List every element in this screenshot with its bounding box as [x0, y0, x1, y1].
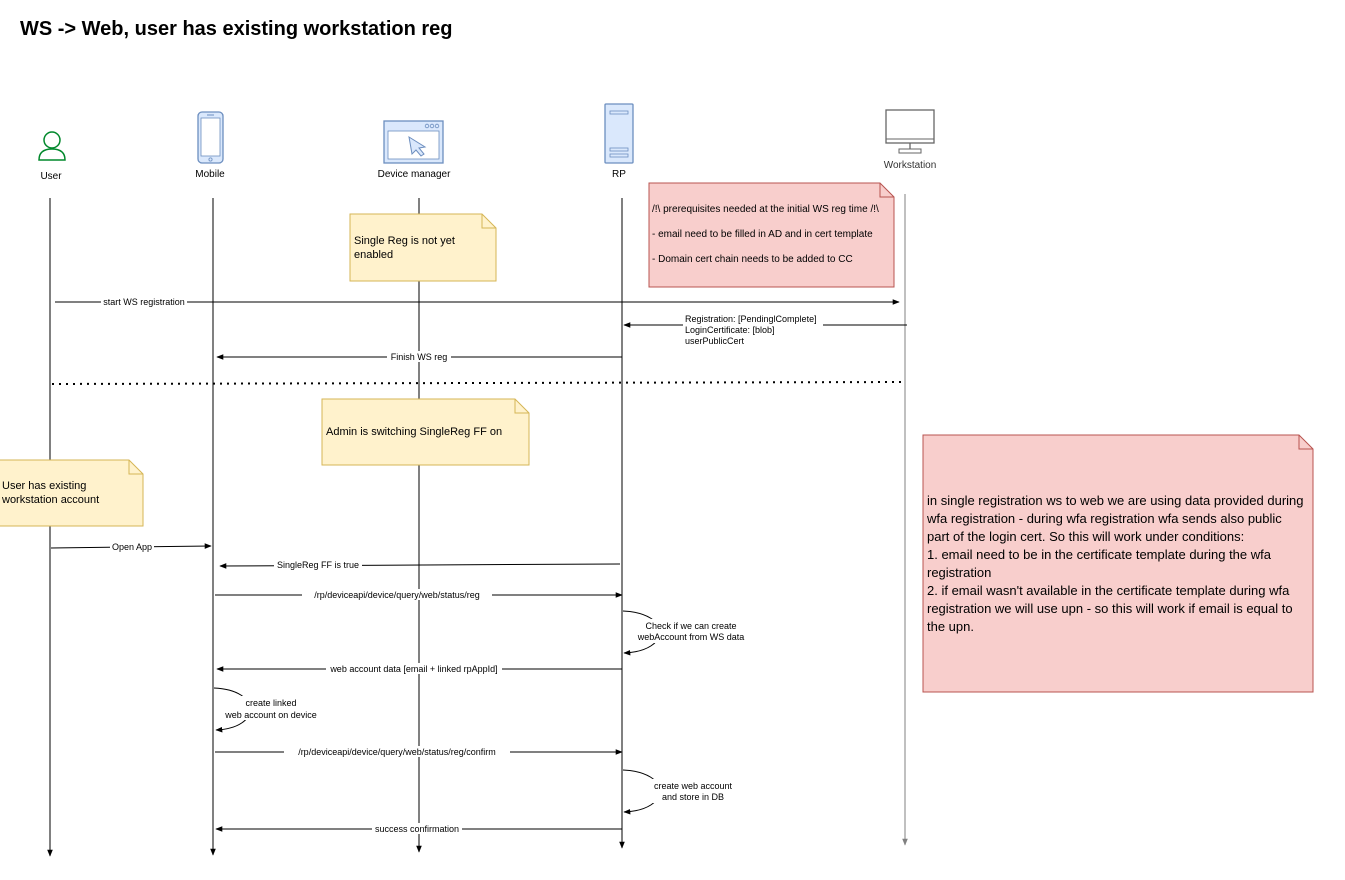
self-message-check-create: Check if we can create webAccount from W… [622, 610, 747, 656]
note-text: Admin is switching SingleReg FF on [326, 426, 503, 438]
message-label: Registration: [PendinglComplete] [685, 314, 817, 324]
note-text: - email need to be filled in AD and in c… [652, 229, 873, 240]
message-web-account-data: web account data [email + linked rpAppId… [216, 663, 622, 674]
actor-label-rp: RP [612, 169, 626, 180]
message-label: start WS registration [103, 297, 185, 307]
message-label: /rp/deviceapi/device/query/web/status/re… [298, 747, 496, 757]
message-start-ws-registration: start WS registration [55, 296, 900, 307]
message-finish-ws-reg: Finish WS reg [216, 351, 622, 362]
message-label: and store in DB [662, 792, 724, 802]
self-message-create-linked: create linked web account on device [213, 687, 321, 733]
note-shape-conditions [922, 434, 1314, 693]
actor-label-user: User [40, 171, 62, 182]
message-label: create web account [654, 781, 733, 791]
actor-label-mobile: Mobile [195, 169, 225, 180]
note-text: /!\ prerequisites needed at the initial … [652, 204, 879, 215]
note-shape-user-existing [0, 459, 144, 527]
phase-separator [51, 381, 904, 385]
message-label: LoginCertificate: [blob] [685, 325, 775, 335]
page-title: WS -> Web, user has existing workstation… [20, 18, 453, 40]
note-shape-admin-switching [321, 398, 530, 466]
note-single-registration-conditions: in single registration ws to web we are … [923, 435, 1313, 692]
server-icon [604, 103, 634, 164]
note-single-reg-not-enabled: Single Reg is not yet enabled [350, 214, 496, 281]
message-label: web account data [email + linked rpAppId… [329, 664, 497, 674]
message-label: /rp/deviceapi/device/query/web/status/re… [314, 590, 480, 600]
message-status-reg-confirm: /rp/deviceapi/device/query/web/status/re… [215, 746, 623, 757]
message-label: web account on device [224, 710, 317, 720]
message-label: webAccount from WS data [637, 632, 745, 642]
self-message-create-web-account: create web account and store in DB [622, 769, 736, 815]
note-text: 1. email need to be in the certificate t… [927, 546, 1275, 580]
message-label: create linked [245, 698, 296, 708]
actor-label-workstation: Workstation [884, 160, 937, 171]
note-shape-single-reg [349, 213, 497, 282]
message-status-reg: /rp/deviceapi/device/query/web/status/re… [215, 589, 623, 600]
note-text: User has existing workstation account [2, 480, 100, 506]
message-singlereg-ff-true: SingleReg FF is true [219, 559, 621, 570]
message-label: success confirmation [375, 824, 459, 834]
actor-label-device-manager: Device manager [378, 169, 451, 180]
smartphone-icon [197, 111, 224, 164]
message-success-confirmation: success confirmation [215, 823, 622, 834]
note-admin-switching: Admin is switching SingleReg FF on [322, 399, 529, 465]
message-registration-response: Registration: [PendinglComplete] LoginCe… [623, 313, 907, 347]
message-open-app: Open App [50, 541, 212, 552]
message-label: SingleReg FF is true [277, 560, 359, 570]
note-text: in single registration ws to web we are … [927, 492, 1308, 544]
message-label: Open App [112, 542, 152, 552]
person-icon [38, 131, 66, 161]
message-label: userPublicCert [685, 336, 745, 346]
desktop-monitor-icon [885, 109, 935, 154]
note-text: - Domain cert chain needs to be added to… [652, 254, 853, 265]
note-prerequisites: /!\ prerequisites needed at the initial … [649, 183, 894, 287]
message-label: Finish WS reg [391, 352, 448, 362]
browser-window-icon [383, 120, 444, 164]
note-text: 2. if email wasn't available in the cert… [927, 582, 1297, 634]
note-text: Single Reg is not yet enabled [354, 234, 455, 261]
note-user-existing: User has existing workstation account [0, 460, 143, 526]
message-label: Check if we can create [645, 621, 736, 631]
note-shape-prerequisites [648, 182, 895, 288]
